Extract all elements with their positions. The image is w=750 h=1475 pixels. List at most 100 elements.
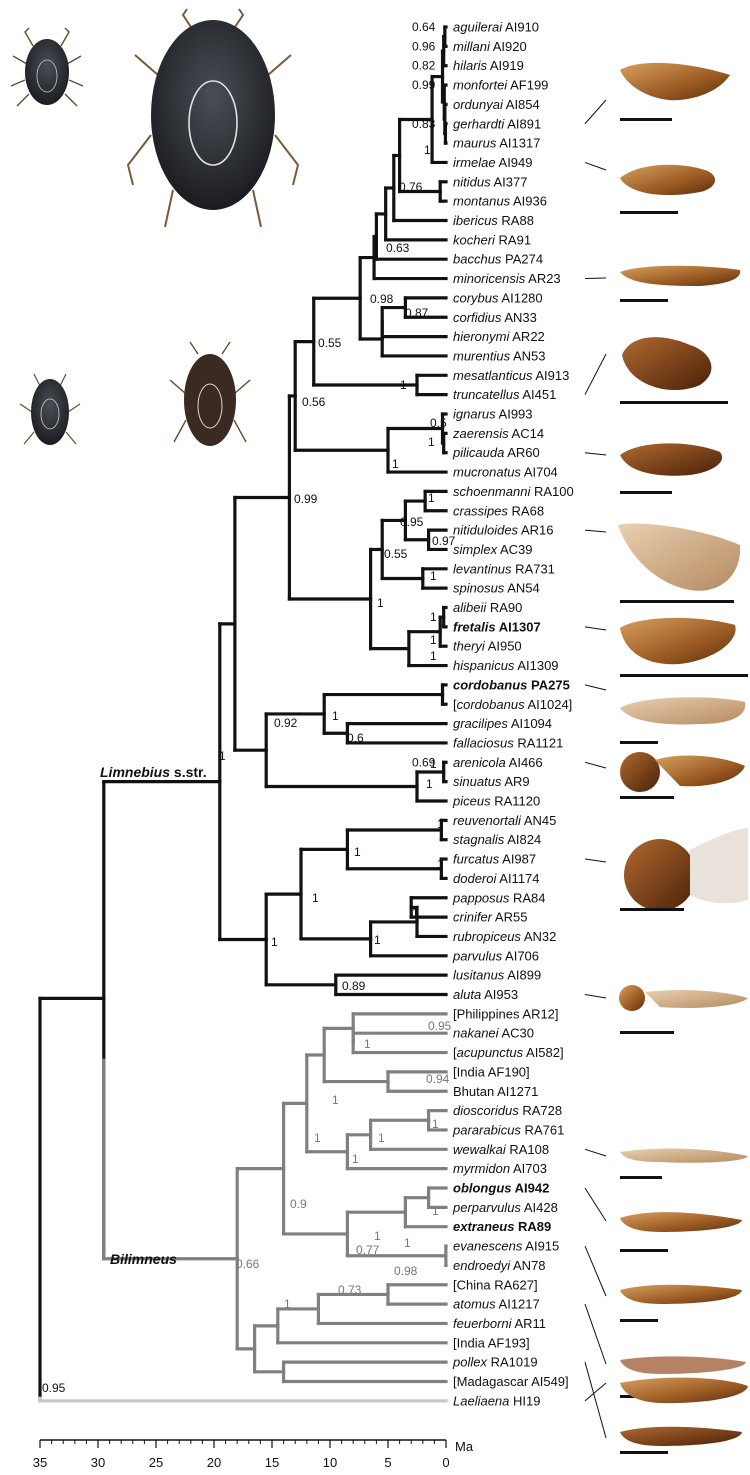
tip-label: hieronymi AR22 bbox=[453, 329, 545, 344]
node-support: 1 bbox=[314, 1131, 321, 1145]
tip-label: millani AI920 bbox=[453, 39, 527, 54]
tip-label: minoricensis AR23 bbox=[453, 271, 561, 286]
node-support: 0.99 bbox=[294, 492, 318, 506]
tip-label: nakanei AC30 bbox=[453, 1026, 534, 1041]
tip-label: stagnalis AI824 bbox=[453, 832, 541, 847]
beetle-photo-brown-bottom bbox=[170, 342, 250, 446]
node-support: 1 bbox=[428, 491, 435, 505]
pointer-line bbox=[585, 530, 606, 532]
image-pointer-lines bbox=[585, 100, 606, 1438]
node-support: 0.95 bbox=[428, 1019, 452, 1033]
time-axis: Ma 35302520151050 bbox=[33, 1439, 474, 1470]
node-support: 1 bbox=[428, 435, 435, 449]
node-support: 1 bbox=[377, 596, 384, 610]
aedeagus-photo-17 bbox=[620, 1378, 748, 1403]
node-support: 0.94 bbox=[426, 1072, 450, 1086]
tip-support: 0.82 bbox=[412, 59, 436, 73]
tip-label: oblongus AI942 bbox=[453, 1181, 549, 1196]
tip-label: zaerensis AC14 bbox=[452, 426, 544, 441]
tip-label: levantinus RA731 bbox=[453, 561, 555, 576]
node-support: 1 bbox=[312, 891, 319, 905]
node-support: 1 bbox=[426, 777, 433, 791]
aedeagus-photo-3 bbox=[620, 266, 740, 302]
pointer-line bbox=[585, 1383, 606, 1401]
pointer-line bbox=[585, 1304, 606, 1364]
aedeagus-photo-5 bbox=[620, 443, 722, 494]
aedeagus-photo-7 bbox=[620, 618, 748, 677]
axis-tick-label: 35 bbox=[33, 1455, 47, 1470]
clade-label-bilimneus: Bilimneus bbox=[110, 1251, 177, 1267]
aedeagus-photo-12 bbox=[620, 1149, 748, 1179]
tip-label: monfortei AF199 bbox=[453, 78, 548, 93]
node-support: 1 bbox=[424, 143, 431, 157]
tip-label: sinuatus AR9 bbox=[453, 774, 530, 789]
node-support: 1 bbox=[430, 610, 437, 624]
node-support: 0.55 bbox=[318, 336, 342, 350]
tip-label: [acupunctus AI582] bbox=[453, 1045, 564, 1060]
node-support: 1 bbox=[430, 757, 437, 771]
tip-label: dioscoridus RA728 bbox=[453, 1103, 562, 1118]
tip-label: [India AF193] bbox=[453, 1335, 530, 1350]
node-support: 1 bbox=[271, 935, 278, 949]
aedeagus-photo-13 bbox=[620, 1212, 742, 1252]
aedeagus-photo-9 bbox=[620, 752, 745, 799]
node-support: 1 bbox=[392, 457, 399, 471]
axis-tick-label: 15 bbox=[265, 1455, 279, 1470]
tip-label: simplex AC39 bbox=[453, 542, 533, 557]
tip-label: lusitanus AI899 bbox=[453, 968, 541, 983]
axis-tick-label: 20 bbox=[207, 1455, 221, 1470]
aedeagus-photo-14 bbox=[620, 1285, 742, 1322]
phylogenetic-tree bbox=[40, 27, 446, 1401]
tip-label: cordobanus PA275 bbox=[453, 677, 570, 692]
pointer-line bbox=[585, 859, 606, 862]
pointer-line bbox=[585, 1246, 606, 1296]
tip-label: Laeliaena HI19 bbox=[453, 1393, 540, 1408]
tip-label: doderoi AI1174 bbox=[453, 871, 540, 886]
tip-label: myrmidon AI703 bbox=[453, 1161, 547, 1176]
tip-label: piceus RA1120 bbox=[452, 794, 540, 809]
axis-tick-label: 25 bbox=[149, 1455, 163, 1470]
tip-label: aluta AI953 bbox=[453, 987, 518, 1002]
tip-label: [China RA627] bbox=[453, 1277, 538, 1292]
node-support: 1 bbox=[400, 378, 407, 392]
tip-label: gerhardti AI891 bbox=[453, 116, 541, 131]
node-support: 1 bbox=[284, 1297, 291, 1311]
pointer-line bbox=[585, 100, 606, 124]
tip-label: spinosus AN54 bbox=[453, 581, 540, 596]
tip-label: ignarus AI993 bbox=[453, 407, 533, 422]
tip-label: pollex RA1019 bbox=[452, 1355, 538, 1370]
tip-label: evanescens AI915 bbox=[453, 1239, 559, 1254]
pointer-line bbox=[585, 1362, 606, 1438]
tip-label: corfidius AN33 bbox=[453, 310, 537, 325]
tip-label: reuvenortali AN45 bbox=[453, 813, 556, 828]
tip-label: alibeii RA90 bbox=[453, 600, 522, 615]
node-support: 0.9 bbox=[290, 1197, 307, 1211]
node-support: 0.95 bbox=[400, 515, 424, 529]
clade-label-limnebius: Limnebius s.str. bbox=[100, 764, 207, 780]
tip-label: nitiduloides AR16 bbox=[453, 523, 553, 538]
tip-label: ordunyai AI854 bbox=[453, 97, 540, 112]
node-support: 1 bbox=[332, 709, 339, 723]
node-support: 1 bbox=[432, 1204, 439, 1218]
tip-labels: aguilerai AI910millani AI920hilaris AI91… bbox=[452, 20, 574, 1409]
node-support: 0.92 bbox=[274, 716, 298, 730]
tip-label: Bhutan AI1271 bbox=[453, 1084, 538, 1099]
node-support: 0.66 bbox=[236, 1257, 260, 1271]
node-support: 0.98 bbox=[370, 292, 394, 306]
node-support: 1 bbox=[437, 857, 444, 871]
pointer-line bbox=[585, 162, 606, 170]
node-support: 0.87 bbox=[405, 306, 429, 320]
node-support: 0.89 bbox=[342, 979, 366, 993]
pointer-line bbox=[585, 354, 606, 395]
tip-label: montanus AI936 bbox=[453, 194, 547, 209]
tip-label: hilaris AI919 bbox=[453, 58, 524, 73]
node-support: 0.98 bbox=[394, 1264, 418, 1278]
node-support: 0.77 bbox=[356, 1243, 380, 1257]
tip-label: [Madagascar AI549] bbox=[453, 1374, 569, 1389]
tip-label: atomus AI1217 bbox=[453, 1297, 540, 1312]
node-support: 1 bbox=[374, 1229, 381, 1243]
axis-unit: Ma bbox=[455, 1439, 474, 1454]
tip-label: extraneus RA89 bbox=[453, 1219, 551, 1234]
tip-label: parvulus AI706 bbox=[452, 948, 539, 963]
aedeagus-photo-8 bbox=[620, 697, 745, 744]
